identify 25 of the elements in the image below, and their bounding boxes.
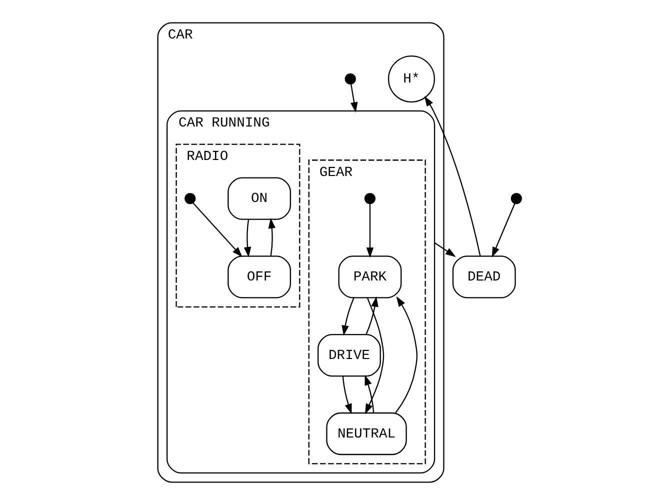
arrow <box>492 202 516 257</box>
arrow <box>366 203 374 258</box>
node-dot <box>344 72 356 84</box>
arrow <box>244 219 252 257</box>
node-box: OFF <box>228 255 291 298</box>
node-box: DRIVE <box>318 334 381 376</box>
arrow <box>364 374 374 412</box>
arrow <box>424 95 481 256</box>
arrow <box>364 297 384 414</box>
arrow <box>192 202 242 257</box>
node-box: PARK <box>338 255 402 298</box>
node-dot <box>510 192 522 204</box>
node-circle: H* <box>388 54 435 102</box>
node-box: NEUTRAL <box>326 412 407 455</box>
arrow <box>350 83 358 112</box>
node-dot <box>364 192 376 204</box>
arrow <box>342 297 354 336</box>
arrow <box>434 242 456 256</box>
arrow <box>366 296 378 334</box>
arrow <box>342 376 352 414</box>
node-box: ON <box>228 176 291 220</box>
arrow <box>268 217 276 256</box>
node-dot <box>184 192 196 204</box>
node-box: DEAD <box>452 255 516 298</box>
arrow <box>395 296 418 412</box>
